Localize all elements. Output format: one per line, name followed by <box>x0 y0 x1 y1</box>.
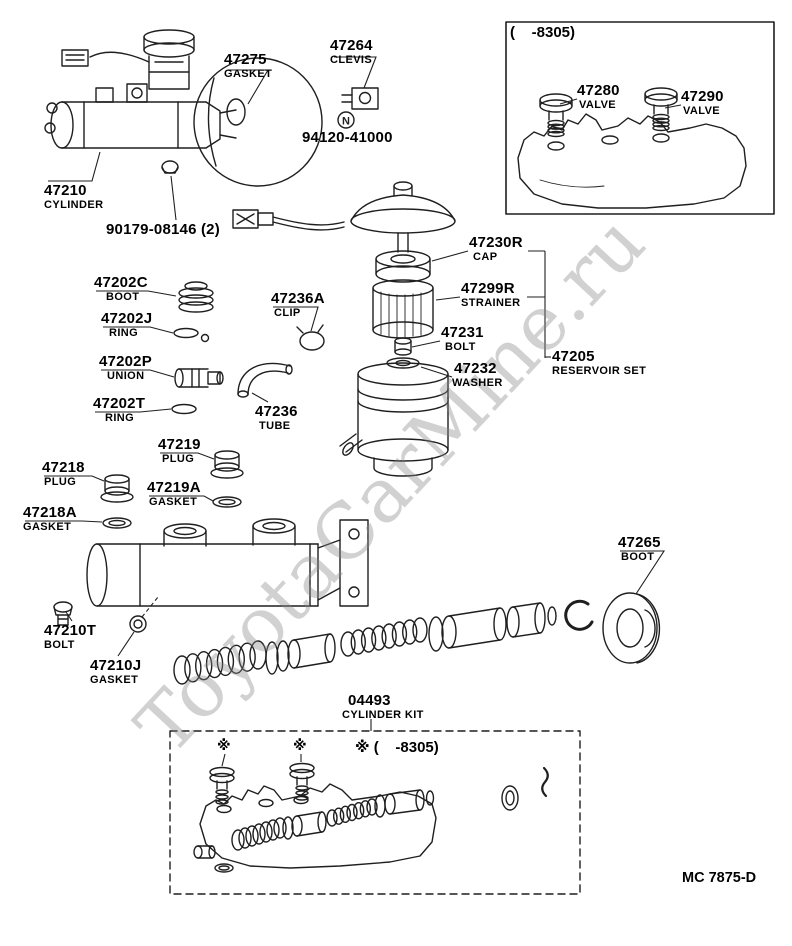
cylinder-body-drawing <box>86 518 369 607</box>
spring-coil <box>252 823 266 845</box>
kit-spring2-drawing <box>326 798 378 827</box>
inset-valve-47280-drawing <box>539 93 573 121</box>
spring-coil <box>266 819 280 841</box>
spring-coil <box>326 809 338 827</box>
spring-coil <box>215 794 229 800</box>
kit-piston2-drawing <box>374 789 435 818</box>
spring-coil <box>346 803 358 822</box>
spring-coil <box>238 827 252 849</box>
inset-valve-47290-drawing <box>644 87 678 115</box>
spring-coil <box>350 629 366 655</box>
spring-coil <box>216 646 235 677</box>
inset-box <box>505 21 775 215</box>
kit-seal-drawing <box>501 785 519 811</box>
kit-asterisk-left: ※ <box>217 737 231 753</box>
spring-coil <box>547 130 565 138</box>
kit-casting-drawing <box>199 783 437 869</box>
n-marker-letter: N <box>342 116 350 128</box>
spring-coil <box>412 617 428 643</box>
spring-coil <box>652 121 670 128</box>
spring-coil <box>547 119 565 127</box>
spring-coil <box>249 640 267 670</box>
kit-piston1-drawing <box>282 811 327 840</box>
spring-coil <box>173 655 191 685</box>
level-switch-connector-drawing <box>232 209 345 231</box>
boot-47265-drawing <box>602 592 661 664</box>
spring-coil <box>205 648 224 679</box>
kit-gasket-drawing <box>214 863 234 873</box>
spring-coil <box>215 789 229 795</box>
boot-47202c-drawing <box>178 281 214 313</box>
spring-coil <box>339 805 352 824</box>
spring-coil <box>195 651 213 681</box>
spring-coil <box>259 821 273 843</box>
kit-range-note: ※ ( -8305) <box>355 739 439 756</box>
spring-coil <box>652 124 670 132</box>
spring-coil <box>215 799 229 805</box>
spring-coil <box>245 825 259 847</box>
spring-coil <box>332 807 345 825</box>
primary-spring-drawing <box>173 640 267 685</box>
plug-47218-drawing <box>100 474 134 503</box>
spring-coil <box>360 627 377 653</box>
bolt-47210t-drawing <box>53 601 73 626</box>
spring-coil <box>273 817 287 839</box>
booster-drawing <box>193 57 323 187</box>
plug-47219-drawing <box>210 450 244 479</box>
reservoir-bolt-drawing <box>394 337 412 356</box>
inset-range-label: ( -8305) <box>510 24 576 41</box>
kit-valve-left-drawing <box>209 766 235 790</box>
lock-nut-drawing <box>161 160 179 174</box>
leader-lines <box>25 56 682 767</box>
reservoir-cap-drawing <box>375 250 431 283</box>
snap-ring-drawing <box>564 599 594 631</box>
gasket-47210j-drawing <box>129 615 147 633</box>
float-drawing <box>350 181 456 253</box>
spring-coil <box>652 113 670 121</box>
kit-box-drawing <box>169 730 581 895</box>
strainer-drawing <box>372 279 434 339</box>
kit-asterisk-right: ※ <box>293 737 307 753</box>
secondary-spring-drawing <box>340 617 428 657</box>
n-marker: N <box>337 111 355 129</box>
spring-coil <box>402 619 418 645</box>
ring-47202j-drawing <box>173 327 210 343</box>
clevis-drawing <box>341 87 379 110</box>
spring-coil <box>371 625 387 651</box>
secondary-piston-drawing <box>428 602 557 652</box>
clip-47236a-drawing <box>296 324 325 351</box>
union-47202p-drawing <box>174 368 224 388</box>
spring-coil <box>391 621 408 647</box>
kit-clip-drawing <box>541 766 549 798</box>
spring-coil <box>359 800 372 818</box>
spring-coil <box>381 623 397 649</box>
spring-coil <box>184 653 202 683</box>
spring-coil <box>231 829 245 851</box>
reservoir-body-drawing <box>339 362 449 477</box>
inset-casting-drawing <box>517 113 747 209</box>
spring-coil <box>295 785 309 791</box>
spring-coil <box>227 644 245 674</box>
kit-valve-right-drawing <box>289 762 315 786</box>
gasket-47219a-drawing <box>212 496 242 508</box>
spring-coil <box>366 798 378 816</box>
doc-code: MC 7875-D <box>682 870 757 886</box>
spring-coil <box>352 801 365 820</box>
kit-valve-left-spring <box>215 789 229 805</box>
ring-47202t-drawing <box>171 403 197 415</box>
primary-piston-drawing <box>265 633 336 675</box>
spring-coil <box>238 642 256 672</box>
kit-plug-drawing <box>193 845 216 859</box>
tube-47236-drawing <box>237 362 293 398</box>
upper-master-cylinder-drawing <box>44 29 246 149</box>
spring-coil <box>340 631 356 657</box>
kit-spring1-drawing <box>231 817 287 851</box>
gasket-47218a-drawing <box>102 517 132 529</box>
